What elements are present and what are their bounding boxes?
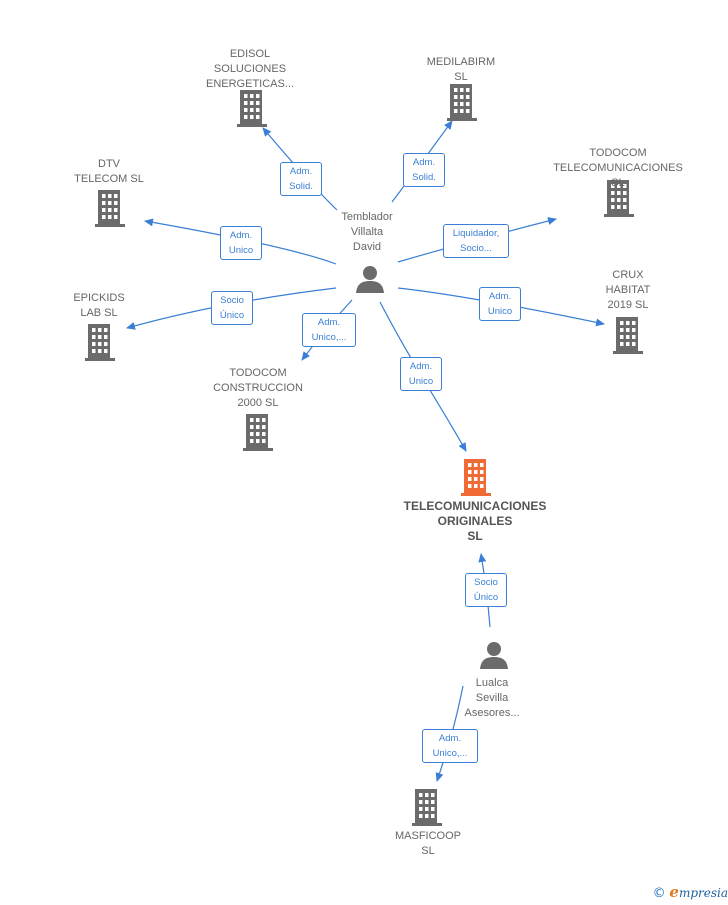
node-label-crux[interactable]: CRUX HABITAT 2019 SL: [605, 269, 651, 311]
edge-label-temblador-to-dtv[interactable]: Adm. Unico: [220, 226, 262, 260]
node-label-temblador[interactable]: Temblador Villalta David: [341, 211, 393, 253]
building-icon: [613, 317, 643, 354]
empresia-credit[interactable]: © empresia: [653, 883, 728, 901]
node-label-masficoop[interactable]: MASFICOOP SL: [394, 830, 462, 857]
brand-initial: e: [669, 883, 679, 901]
node-label-dtv[interactable]: DTV TELECOM SL: [74, 158, 144, 185]
building-icon: [412, 789, 442, 826]
building-icon: [243, 414, 273, 451]
building-icon: [95, 190, 125, 227]
person-node-lualca[interactable]: [479, 640, 509, 675]
company-node-crux[interactable]: [612, 315, 646, 360]
copyright-symbol: ©: [652, 886, 666, 901]
edge-label-temblador-to-crux[interactable]: Adm. Unico: [479, 287, 521, 321]
company-node-masficoop[interactable]: [411, 787, 445, 832]
edge-label-lualca-to-telecom_orig[interactable]: Socio Único: [465, 573, 507, 607]
edge-label-lualca-to-masficoop[interactable]: Adm. Unico,...: [422, 729, 478, 763]
edge-label-temblador-to-todocom_tel[interactable]: Liquidador, Socio...: [443, 224, 509, 258]
company-node-telecom_orig[interactable]: [460, 457, 494, 502]
company-node-edisol[interactable]: [236, 88, 270, 133]
edge-label-temblador-to-medilabirm[interactable]: Adm. Solid.: [403, 153, 445, 187]
edge-temblador-to-dtv: [144, 218, 337, 265]
person-icon: [356, 266, 384, 293]
building-icon: [85, 324, 115, 361]
node-label-todocom_con[interactable]: TODOCOM CONSTRUCCION 2000 SL: [213, 367, 303, 409]
node-label-medilabirm[interactable]: MEDILABIRM SL: [426, 56, 496, 83]
person-node-temblador[interactable]: [355, 264, 385, 299]
edge-label-temblador-to-edisol[interactable]: Adm. Solid.: [280, 162, 322, 196]
person-icon: [480, 642, 508, 669]
company-node-todocom_tel[interactable]: [603, 178, 637, 223]
node-label-epickids[interactable]: EPICKIDS LAB SL: [73, 292, 125, 319]
building-icon: [237, 90, 267, 127]
building-icon: [447, 84, 477, 121]
edge-label-temblador-to-epickids[interactable]: Socio Único: [211, 291, 253, 325]
brand-name: mpresia: [678, 886, 728, 900]
company-node-todocom_con[interactable]: [242, 412, 276, 457]
node-label-todocom_tel[interactable]: TODOCOM TELECOMUNICACIONES SL: [553, 147, 683, 189]
node-label-telecom_orig[interactable]: TELECOMUNICACIONES ORIGINALES SL: [403, 499, 547, 543]
edge-label-temblador-to-telecom_orig[interactable]: Adm. Unico: [400, 357, 442, 391]
company-node-epickids[interactable]: [84, 322, 118, 367]
node-label-lualca[interactable]: Lualca Sevilla Asesores...: [464, 677, 520, 719]
company-node-medilabirm[interactable]: [446, 82, 480, 127]
building-icon: [604, 180, 634, 217]
building-icon: [461, 459, 491, 496]
company-node-dtv[interactable]: [94, 188, 128, 233]
edge-label-temblador-to-todocom_con[interactable]: Adm. Unico,...: [302, 313, 356, 347]
node-label-edisol[interactable]: EDISOL SOLUCIONES ENERGETICAS...: [205, 48, 295, 90]
